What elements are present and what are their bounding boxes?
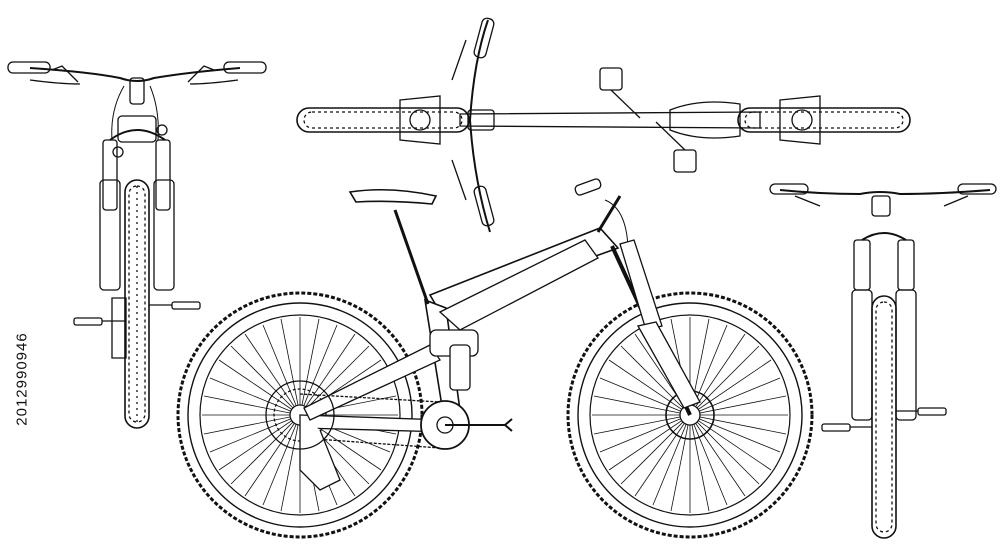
- stock-id-watermark: 2012990946: [2, 300, 42, 458]
- side-view-frame: [300, 228, 618, 432]
- front-view: [8, 62, 266, 428]
- top-view-frame: [400, 96, 820, 144]
- front-view-pedals: [74, 298, 200, 358]
- top-view: [297, 17, 910, 232]
- top-view-pedals: [600, 68, 696, 172]
- front-view-tire: [125, 180, 149, 428]
- rear-view-pedals: [822, 408, 946, 431]
- side-view: [178, 178, 812, 537]
- rear-view-handlebar: [770, 184, 996, 216]
- top-view-front-tire: [297, 108, 469, 132]
- top-view-rear-tire: [738, 108, 910, 132]
- side-view-front-wheel: [568, 293, 812, 537]
- side-view-seat: [350, 190, 436, 304]
- side-view-fork-and-cockpit: [574, 178, 700, 415]
- stock-id-text: 2012990946: [13, 332, 31, 426]
- front-view-handlebar: [8, 62, 266, 140]
- rear-view-tire: [872, 296, 896, 538]
- top-view-saddle: [670, 102, 740, 138]
- rear-view-fork: [852, 233, 916, 420]
- rear-view: [770, 184, 996, 538]
- side-view-drivetrain: [266, 381, 512, 490]
- top-view-handlebar: [452, 17, 495, 232]
- front-view-fork: [100, 116, 174, 290]
